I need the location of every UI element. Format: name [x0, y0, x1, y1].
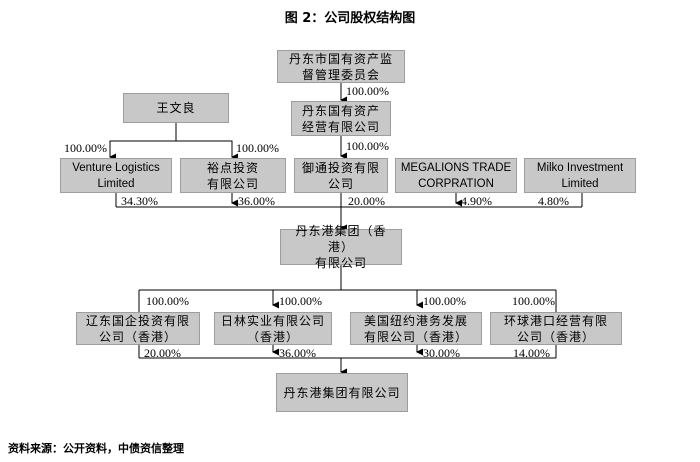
node-hk-group: 丹东港集团（香港） 有限公司 [280, 224, 402, 270]
node-sasac: 丹东市国有资产监 督管理委员会 [277, 50, 405, 83]
pct-hk-huanqiu: 100.00% [512, 294, 555, 308]
node-assets-co: 丹东国有资产 经营有限公司 [291, 101, 391, 136]
node-megalions: MEGALIONS TRADE CORPRATION [395, 158, 517, 193]
node-meiguo: 美国纽约港务发展 有限公司（香港） [350, 312, 482, 345]
node-liaodong: 辽东国企投资有限 公司（香港） [76, 312, 200, 345]
pct-megalions-share: 4.90% [461, 194, 492, 208]
node-rilin: 日林实业有限公司 （香港） [214, 312, 332, 345]
pct-liaodong-share: 20.00% [144, 346, 181, 360]
pct-hk-meiguo: 100.00% [423, 294, 466, 308]
pct-wang-venture: 100.00% [64, 141, 107, 155]
pct-venture-share: 34.30% [121, 194, 158, 208]
pct-yudian-share: 36.00% [238, 194, 275, 208]
pct-hk-liaodong: 100.00% [146, 294, 189, 308]
diagram-title: 图 2：公司股权结构图 [284, 11, 416, 26]
pct-wang-yudian: 100.00% [236, 141, 279, 155]
pct-huanqiu-share: 14.00% [513, 346, 550, 360]
pct-yutong-share: 20.00% [348, 194, 385, 208]
node-milko: Milko Investment Limited [524, 158, 636, 193]
pct-sasac-assets: 100.00% [346, 84, 389, 98]
pct-assets-yutong: 100.00% [346, 139, 389, 153]
pct-milko-share: 4.80% [538, 194, 569, 208]
line-wang-split [109, 140, 233, 156]
pct-meiguo-share: 30.00% [423, 346, 460, 360]
source-note: 资料来源：公开资料，中债资信整理 [8, 442, 184, 455]
pct-rilin-share: 36.00% [279, 346, 316, 360]
node-yudian: 裕点投资 有限公司 [180, 158, 286, 193]
pct-hk-rilin: 100.00% [279, 294, 322, 308]
node-dandong-port: 丹东港集团有限公司 [276, 373, 408, 412]
node-venture: Venture Logistics Limited [60, 158, 172, 193]
node-huanqiu: 环球港口经营有限 公司（香港） [490, 312, 622, 345]
node-yutong: 御通投资有限 公司 [294, 158, 388, 193]
node-wang: 王文良 [123, 93, 229, 123]
